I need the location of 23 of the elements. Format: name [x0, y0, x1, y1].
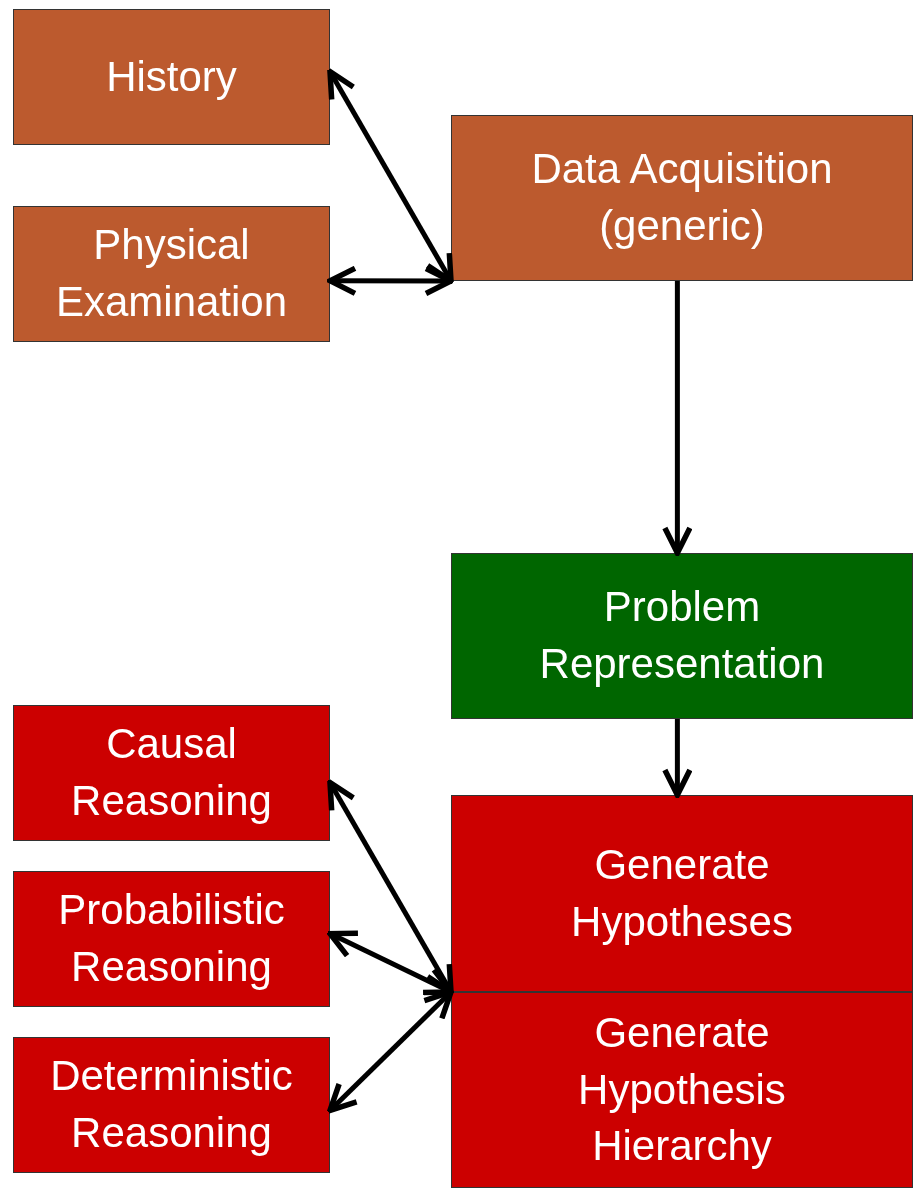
process-box	[451, 115, 913, 281]
box-label: Deterministic Reasoning	[49, 1051, 294, 1158]
process-box	[451, 795, 913, 992]
arrow	[662, 719, 693, 798]
arrow	[327, 68, 454, 284]
process-box	[13, 206, 330, 342]
arrow	[327, 265, 454, 297]
process-box	[13, 9, 330, 145]
process-box	[13, 1037, 330, 1173]
process-box	[451, 553, 913, 719]
box-label: Generate Hypothesis Hierarchy	[577, 1007, 787, 1172]
box-label: Generate Hypotheses	[570, 839, 794, 947]
box-label: Causal Reasoning	[70, 719, 273, 826]
arrow	[662, 281, 693, 556]
process-box	[451, 992, 913, 1188]
box-label: History	[106, 51, 237, 102]
box-label: Data Acquisition (generic)	[530, 144, 834, 251]
arrow	[327, 930, 454, 996]
process-box	[13, 871, 330, 1007]
process-box	[13, 705, 330, 841]
box-label: Physical Examination	[54, 220, 289, 327]
box-label: Probabilistic Reasoning	[57, 885, 286, 992]
box-label: Problem Representation	[538, 582, 826, 689]
